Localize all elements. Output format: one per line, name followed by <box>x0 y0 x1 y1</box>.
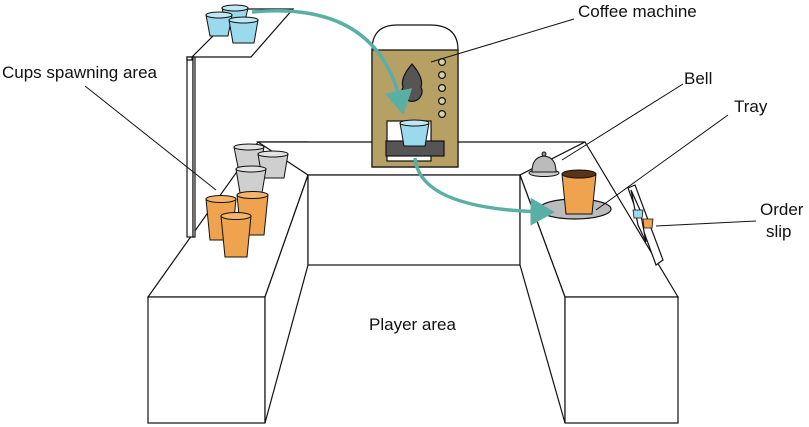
leader-lines <box>84 18 757 227</box>
label-cups-spawning-area: Cups spawning area <box>2 63 157 82</box>
label-tray: Tray <box>734 97 768 116</box>
cup-icon <box>561 169 597 215</box>
label-player-area: Player area <box>369 315 456 334</box>
cup-icon <box>220 212 252 258</box>
cup-icon <box>235 165 267 194</box>
leader-cups-spawning-area <box>84 85 217 191</box>
bell-icon <box>528 151 560 177</box>
flow-arrow-machine-to-tray <box>413 157 555 226</box>
leader-coffee-machine <box>430 18 575 63</box>
cup-icon <box>399 119 430 147</box>
counter-back-front <box>307 174 521 266</box>
order-slip-icon <box>627 184 664 266</box>
leader-tray <box>595 114 729 211</box>
leader-bell <box>561 83 684 161</box>
label-order-slip-line1: Order <box>760 200 804 219</box>
counter <box>146 141 680 424</box>
label-coffee-machine: Coffee machine <box>578 2 697 21</box>
cup-icon <box>205 11 233 37</box>
leader-order-slip <box>655 220 757 227</box>
cup-icon <box>228 16 259 44</box>
cup-icon <box>233 143 265 168</box>
label-order-slip-line2: slip <box>766 222 792 241</box>
flow-arrow-shelf-to-machine <box>251 9 413 115</box>
counter-right-front <box>564 296 679 424</box>
label-bell: Bell <box>684 69 713 88</box>
counter-left-front <box>147 296 266 424</box>
